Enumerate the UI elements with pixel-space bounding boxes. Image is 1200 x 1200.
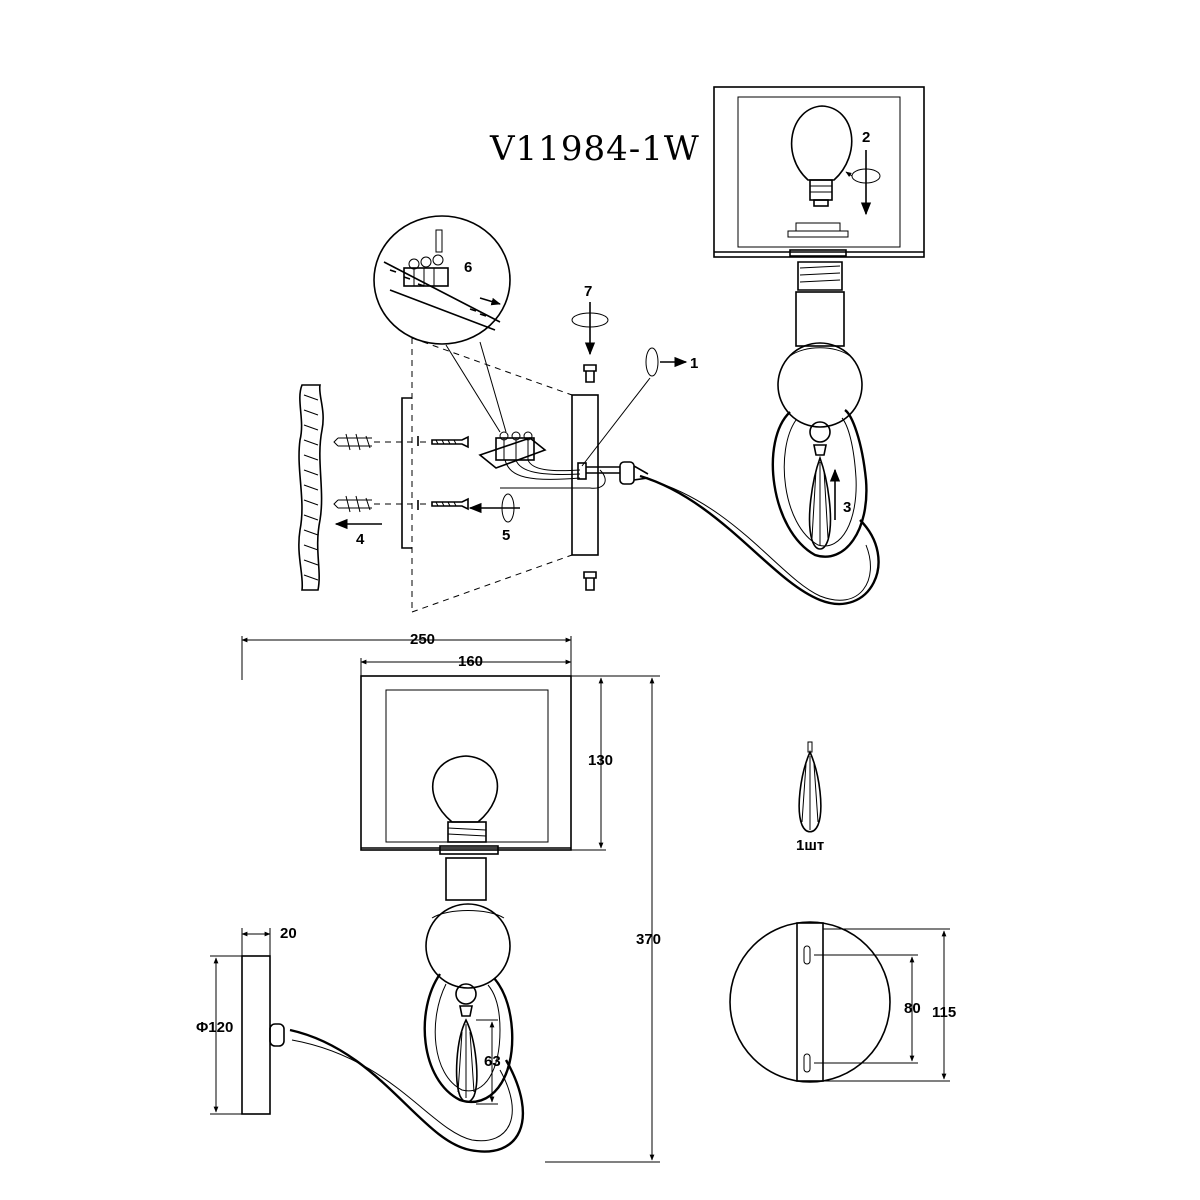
dim-pendant-length: 63 — [484, 1053, 501, 1070]
step-4-label: 4 — [356, 531, 365, 548]
dim-shade-height: 130 — [588, 752, 613, 769]
step-2-label: 2 — [862, 129, 870, 146]
pendant-part: 1шт — [796, 741, 824, 854]
step-5-label: 5 — [502, 527, 510, 544]
base-plate-view: 80 115 — [729, 921, 956, 1083]
model-title: V11984-1W — [489, 129, 700, 169]
dim-plate-height: 115 — [932, 1004, 956, 1021]
step-1-label: 1 — [690, 355, 698, 372]
dim-hole-spacing: 80 — [904, 1000, 921, 1017]
step-3-label: 3 — [843, 499, 851, 516]
dim-base-diameter: Φ120 — [196, 1019, 233, 1036]
dim-base-depth: 20 — [280, 925, 297, 942]
dim-overall-width: 250 — [410, 631, 435, 648]
install-assembly: 7 1 4 5 6 — [298, 215, 698, 613]
dim-overall-height: 370 — [636, 931, 661, 948]
dim-shade-width: 160 — [458, 653, 483, 670]
step-7-label: 7 — [584, 283, 592, 300]
step-6-label: 6 — [464, 259, 472, 276]
pendant-quantity: 1шт — [796, 837, 824, 854]
top-shade-assembly: 2 3 — [639, 86, 925, 606]
front-view: 250 160 130 370 20 Φ120 63 — [196, 631, 661, 1163]
